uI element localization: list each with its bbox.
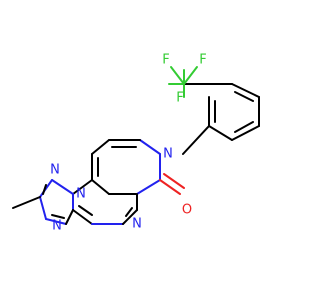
nitrogen-atom: N (132, 217, 142, 232)
n-aryl-bond (182, 125, 210, 155)
nitrogen-atom: N (76, 187, 86, 202)
molecule-structure: F F F N O (12, 53, 260, 234)
nitrogen-atom: N (163, 147, 173, 162)
nitrogen-atom: N (50, 163, 60, 178)
triazole-ring (39, 179, 74, 225)
benzene-ring (208, 83, 260, 141)
molecule-canvas: F F F N O (12, 52, 260, 234)
pyrimidine-ring (72, 179, 138, 225)
trifluoromethyl-group: F F F (162, 53, 210, 106)
oxygen-atom: O (182, 203, 192, 218)
fluorine-atom: F (199, 53, 206, 68)
fluorine-atom: F (162, 53, 169, 68)
pyridinone-ring (91, 139, 161, 195)
nitrogen-atom: N (52, 219, 62, 234)
fluorine-atom: F (176, 91, 183, 106)
methyl-bond (12, 196, 41, 209)
carbonyl-group (159, 173, 185, 195)
